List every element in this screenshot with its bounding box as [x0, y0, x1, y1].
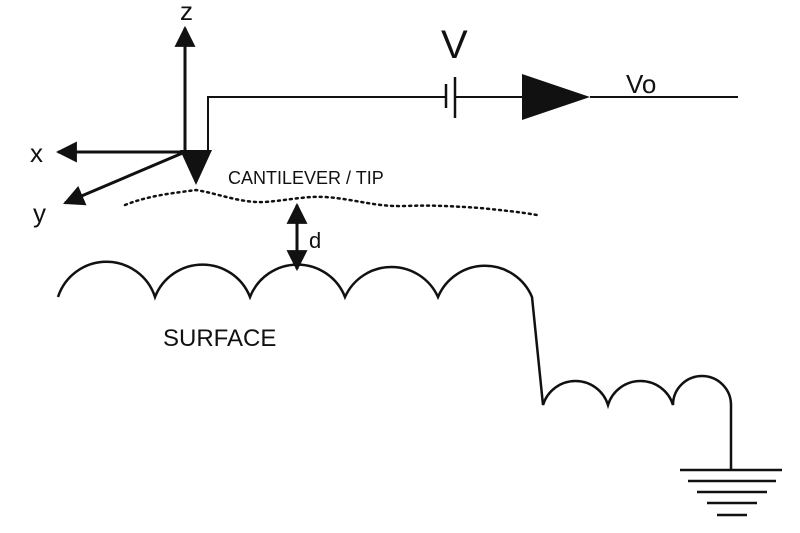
voltage-source [444, 77, 457, 118]
x-axis-label: x [30, 138, 43, 168]
voltage-label: V [441, 23, 468, 67]
output-voltage-label: Vo [626, 69, 656, 99]
y-axis-label: y [33, 198, 46, 228]
ground-symbol [680, 468, 782, 517]
cantilever-tip-label: CANTILEVER / TIP [228, 168, 384, 188]
z-axis-label: z [180, 0, 193, 26]
gap-distance-label: d [309, 228, 321, 253]
amplifier-symbol [522, 74, 590, 120]
axes [55, 25, 196, 206]
circuit-wire [207, 96, 738, 150]
tip-profile-dotted-line [123, 188, 539, 217]
y-axis [63, 150, 186, 206]
surface-atom-profile [56, 260, 733, 470]
surface-label: SURFACE [163, 325, 276, 352]
cantilever-tip [180, 150, 212, 185]
